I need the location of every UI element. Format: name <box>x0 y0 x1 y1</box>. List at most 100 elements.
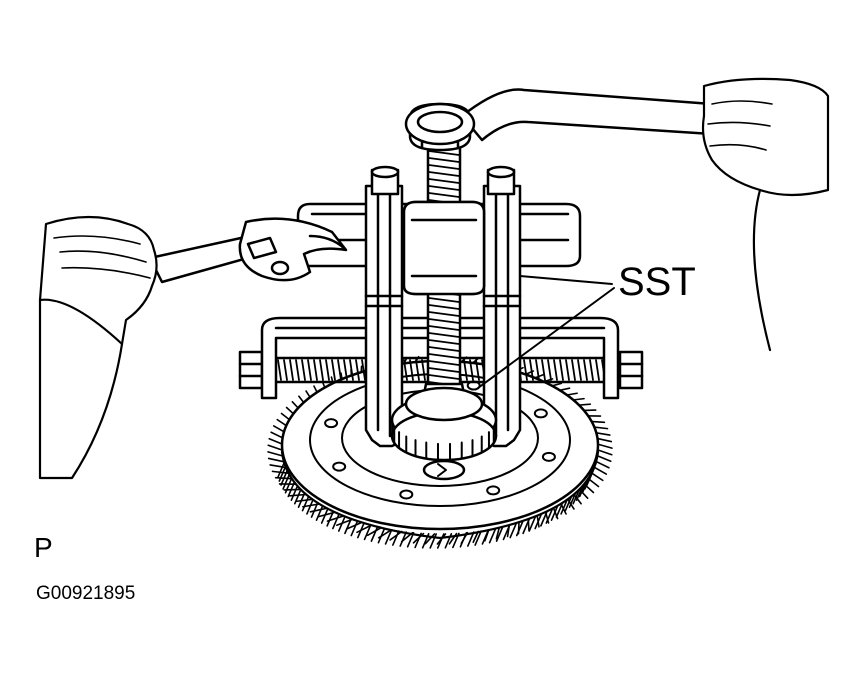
gear-tooth <box>267 457 285 463</box>
view-letter-label: P <box>34 532 53 563</box>
cross-bar-thread <box>469 359 474 381</box>
cross-bar-thread <box>535 359 540 381</box>
gear-helix-hatch <box>332 513 340 530</box>
cross-bar-thread <box>301 359 306 381</box>
cross-bar-thread <box>319 359 324 381</box>
gear-helix-hatch <box>344 518 352 535</box>
gear-helix-hatch <box>555 502 564 518</box>
gear-helix-hatch <box>377 527 386 544</box>
cross-bar-thread <box>577 359 582 381</box>
gear-tooth <box>597 449 613 456</box>
cross-bar-thread <box>361 359 366 381</box>
screw-thread <box>428 353 460 359</box>
gear-helix-hatch <box>502 524 511 541</box>
gear-helix-hatch <box>528 516 537 532</box>
screw-thread <box>428 346 460 352</box>
screw-thread <box>428 192 460 198</box>
cross-bar-thread <box>565 359 570 381</box>
gear-tooth <box>268 437 284 445</box>
wrench-icon <box>148 217 348 284</box>
cross-bar-thread <box>283 359 288 381</box>
sst-leader-lines <box>477 275 615 389</box>
cross-bar-thread <box>571 359 576 381</box>
gear-helix-hatch <box>277 462 285 478</box>
gear-helix-hatch <box>436 533 445 549</box>
gear-helix-hatch <box>370 526 379 542</box>
screw-thread <box>428 311 460 317</box>
bolt-hole <box>399 489 414 500</box>
cross-bar-thread <box>337 359 342 381</box>
screw-thread <box>428 318 460 324</box>
cross-bar-thread <box>415 359 420 381</box>
ring-wrench-icon <box>404 88 714 146</box>
cross-bar-thread <box>313 359 318 381</box>
gear-helix-hatch <box>357 522 365 539</box>
gear-helix-hatch <box>399 531 407 547</box>
puller-right-leg <box>482 165 522 448</box>
cross-bar-thread <box>595 359 600 381</box>
bearing-icon <box>390 386 498 481</box>
cross-bar-thread <box>547 359 552 381</box>
screw-thread <box>428 178 460 184</box>
hand-icon <box>701 77 830 352</box>
cross-bar-thread <box>421 359 426 381</box>
gear-helix-hatch <box>545 508 554 524</box>
gear-tooth <box>336 518 353 527</box>
gear-helix-hatch <box>550 505 559 521</box>
cross-bar-thread <box>541 359 546 381</box>
gear-tooth <box>309 507 328 513</box>
gear-tooth <box>495 527 500 540</box>
gear-helix-hatch <box>326 511 334 527</box>
gear-tooth <box>593 466 608 475</box>
bolt-hole <box>533 408 548 419</box>
gear-helix-hatch <box>572 488 581 505</box>
gear-helix-hatch <box>293 488 302 505</box>
gear-helix-hatch <box>284 477 293 494</box>
gear-helix-hatch <box>540 511 548 527</box>
gear-tooth <box>317 511 336 518</box>
cross-bar-thread <box>355 359 360 381</box>
gear-helix-hatch <box>278 466 287 482</box>
gear-tooth <box>595 437 613 443</box>
gear-helix-hatch <box>350 520 359 537</box>
gear-helix-hatch <box>392 530 400 546</box>
gear-helix-hatch <box>522 518 530 535</box>
sst-callout-label: SST <box>618 260 696 304</box>
cross-bar-thread <box>307 359 312 381</box>
bolt-hole <box>332 461 347 472</box>
screw-thread <box>428 325 460 331</box>
gear-helix-hatch <box>315 505 324 521</box>
gear-tooth <box>596 443 613 449</box>
cross-bar-thread <box>523 359 528 381</box>
gear-helix-hatch <box>564 495 573 512</box>
gear-helix-hatch <box>320 508 329 524</box>
screw-thread <box>428 171 460 177</box>
gear-tooth <box>389 530 403 541</box>
figure-id-label: G00921895 <box>36 583 136 604</box>
gear-helix-hatch <box>515 520 524 537</box>
cross-bar-thread <box>463 359 468 381</box>
gear-helix-hatch <box>306 499 314 515</box>
gear-helix-hatch <box>282 474 290 490</box>
gear-tooth <box>424 533 436 545</box>
puller-left-leg <box>364 165 404 448</box>
cross-bar-thread <box>277 359 282 381</box>
gear-tooth <box>596 455 612 463</box>
gear-tooth <box>587 477 600 488</box>
screw-thread <box>428 157 460 163</box>
gear-tooth <box>356 524 372 534</box>
gear-tooth <box>267 444 283 451</box>
screw-thread <box>428 150 460 156</box>
gear-helix-hatch <box>481 529 490 545</box>
cross-bar-thread <box>553 359 558 381</box>
cross-bar-thread <box>583 359 588 381</box>
screw-thread <box>428 185 460 191</box>
gear-helix-hatch <box>534 513 542 530</box>
cross-bar-thread <box>589 359 594 381</box>
screw-thread <box>428 332 460 338</box>
cross-bar-thread <box>559 359 564 381</box>
cross-bar-thread <box>325 359 330 381</box>
screw-thread <box>428 164 460 170</box>
cross-bar-thread <box>295 359 300 381</box>
